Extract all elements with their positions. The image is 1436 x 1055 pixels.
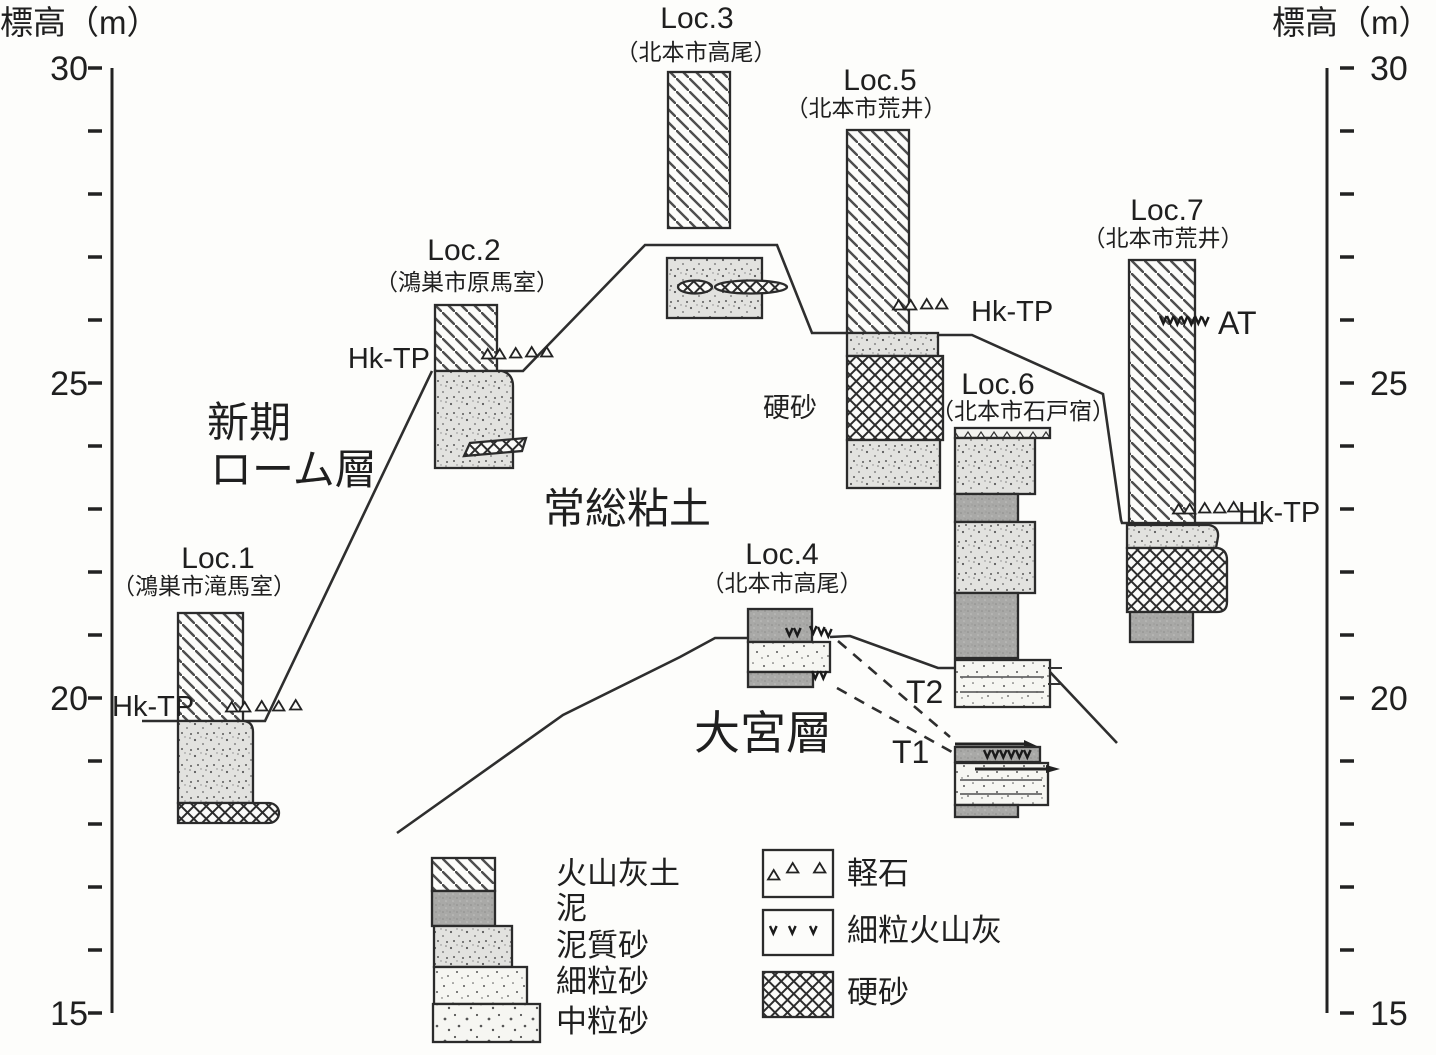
legend-swatch-medium-sand: [431, 1002, 542, 1044]
loc5-name: Loc.5: [843, 64, 916, 97]
left-tick-label-25: 25: [50, 365, 88, 403]
legend-swatch-volcanic-ash: [430, 856, 497, 893]
legend-swatch-mud: [430, 889, 497, 928]
loc7-name: Loc.7: [1130, 194, 1203, 227]
column-loc1: Hk-TP Loc.1 （鴻巣市滝馬室）: [112, 542, 303, 825]
loc4-fine-sand-layer: [746, 640, 832, 674]
legend: 火山灰土 泥 泥質砂 細粒砂 中粒砂 軽石 細粒火山灰 硬砂: [430, 848, 1002, 1044]
right-axis-ticks: [1340, 66, 1354, 1015]
loc6-pumice-band: [953, 426, 1052, 440]
legend-label-medium-sand: 中粒砂: [556, 1004, 649, 1039]
left-tick-label-30: 30: [50, 50, 88, 88]
legend-label-fine-volcanic-ash: 細粒火山灰: [847, 913, 1002, 948]
legend-swatch-muddy-sand: [432, 924, 514, 969]
loc7-muddy-sand-layer: [1125, 523, 1220, 550]
right-tick-label-20: 20: [1370, 680, 1408, 718]
loc2-volcanic-ash-layer: [433, 303, 499, 373]
column-loc6: Loc.6 （北本市石戸宿）: [931, 368, 1115, 819]
loc4-name: Loc.4: [745, 538, 818, 571]
joso-clay-label: 常総粘土: [543, 485, 711, 532]
loc2-hard-sand-lens: [462, 436, 528, 458]
left-axis-ticks: [88, 66, 102, 1015]
loc6-name: Loc.6: [961, 368, 1034, 401]
loc5-hard-sand-annotation: 硬砂: [763, 393, 817, 423]
loc6-mud-2: [953, 591, 1020, 660]
loc1-place: （鴻巣市滝馬室）: [112, 573, 296, 599]
loc2-hktp-label: Hk-TP: [348, 343, 430, 375]
loc3-hard-sand-lens-long: [713, 279, 789, 295]
column-loc2: Hk-TP Loc.2 （鴻巣市原馬室）: [348, 234, 559, 470]
legend-label-muddy-sand: 泥質砂: [556, 928, 649, 963]
t1-label: T1: [892, 734, 929, 770]
loc7-mud-layer: [1128, 610, 1195, 644]
loc5-muddy-sand-layer-top: [845, 331, 940, 358]
loc4-mud-layer-top: [746, 607, 814, 644]
loc5-muddy-sand-layer-bottom: [845, 438, 942, 490]
t2-label: T2: [906, 674, 943, 710]
loc3-name: Loc.3: [660, 2, 733, 35]
column-loc5: Hk-TP 硬砂 Loc.5 （北本市荒井）: [763, 64, 1053, 490]
loc6-muddy-sand-1: [953, 436, 1037, 496]
loc1-muddy-sand-layer: [176, 719, 255, 805]
hktp-surface-line-loc2-loc5: [497, 243, 847, 373]
loc3-hard-sand-lens-small: [676, 279, 714, 295]
left-axis-title: 標高（m）: [0, 4, 160, 41]
omiya-top-line-right: [1049, 671, 1118, 744]
right-tick-label-25: 25: [1370, 365, 1408, 403]
loc7-hktp-label: Hk-TP: [1238, 497, 1320, 529]
legend-swatch-hard-sand: [761, 970, 835, 1019]
loam-stage-label-line2: ローム層: [210, 446, 377, 493]
loc1-hktp-label: Hk-TP: [112, 691, 194, 723]
loc7-at-label: AT: [1218, 305, 1257, 341]
loc6-mud-1: [953, 492, 1020, 524]
right-tick-label-30: 30: [1370, 50, 1408, 88]
t1-correlation-dashed-line: [836, 686, 953, 754]
column-loc4: Loc.4 （北本市高尾）: [702, 538, 863, 689]
left-tick-label-20: 20: [50, 680, 88, 718]
loc6-muddy-sand-2: [953, 520, 1037, 595]
loc5-hktp-label: Hk-TP: [971, 296, 1053, 328]
loam-stage-label-line1: 新期: [207, 399, 291, 446]
loc6-place: （北本市石戸宿）: [931, 398, 1115, 424]
t2-correlation-dashed-line: [837, 640, 951, 738]
right-tick-label-15: 15: [1370, 995, 1408, 1033]
legend-label-pumice: 軽石: [847, 856, 909, 891]
legend-label-mud: 泥: [556, 891, 587, 926]
legend-label-fine-sand: 細粒砂: [556, 964, 649, 999]
loc7-volcanic-ash-layer: [1127, 258, 1197, 525]
loc6-fine-sand-laminated-1: [953, 658, 1052, 709]
legend-swatch-pumice: [761, 848, 835, 899]
legend-label-hard-sand: 硬砂: [847, 975, 909, 1010]
loc5-place: （北本市荒井）: [786, 95, 947, 121]
loc3-place: （北本市高尾）: [616, 39, 777, 65]
left-tick-label-15: 15: [50, 995, 88, 1033]
loc2-name: Loc.2: [427, 234, 500, 267]
loc3-volcanic-ash-layer: [666, 70, 732, 230]
loc5-hard-sand-layer: [845, 354, 945, 442]
column-loc7: AT Hk-TP Loc.7 （北本市荒井）: [1083, 194, 1320, 644]
omiya-top-line-left: [396, 636, 748, 835]
loc4-mud-layer-bottom: [746, 670, 815, 689]
omiya-formation-label: 大宮層: [694, 707, 832, 759]
loc4-place: （北本市高尾）: [702, 570, 863, 596]
loc1-name: Loc.1: [181, 542, 254, 575]
loc5-volcanic-ash-layer: [845, 128, 911, 335]
loc1-hard-sand-layer: [176, 801, 281, 825]
column-loc3: Loc.3 （北本市高尾）: [616, 2, 789, 320]
loc6-mud-bottom: [953, 803, 1020, 819]
left-elevation-axis: 標高（m） 30 25 20 15: [0, 4, 160, 1033]
loc7-place: （北本市荒井）: [1083, 225, 1244, 251]
right-elevation-axis: 標高（m） 30 25 20 15: [1272, 4, 1432, 1033]
legend-label-volcanic-ash: 火山灰土: [556, 856, 680, 891]
loc7-hard-sand-layer: [1125, 546, 1229, 614]
omiya-top-line-loc4-loc6: [829, 634, 955, 670]
legend-swatch-fine-sand: [432, 965, 529, 1006]
loc2-place: （鴻巣市原馬室）: [375, 269, 559, 295]
right-axis-title: 標高（m）: [1272, 4, 1432, 41]
stage-labels: 新期 ローム層 常総粘土 大宮層 T2 T1: [207, 399, 943, 770]
